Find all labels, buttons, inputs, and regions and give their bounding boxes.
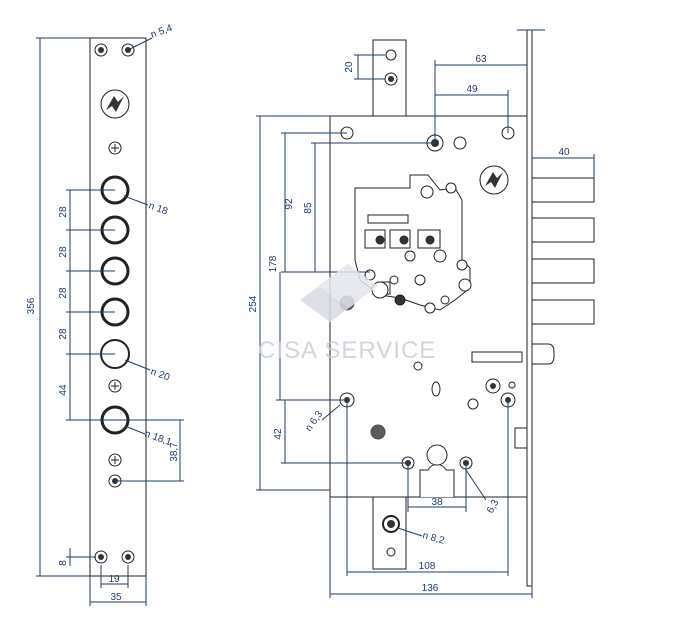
dim-28-d: 28 xyxy=(58,328,69,340)
dim-38-7: 38,7 xyxy=(169,442,180,462)
watermark-text: CISA SERVICE xyxy=(258,337,436,364)
faceplate-screw xyxy=(108,141,122,155)
dim-254: 254 xyxy=(248,295,259,312)
dim-92: 92 xyxy=(284,198,295,210)
dim-42: 42 xyxy=(273,428,284,440)
faceplate-view: 356 28 28 28 28 44 n 5,4 n 18 n 20 n 18,… xyxy=(26,23,184,606)
label-hole-5-4: n 5,4 xyxy=(149,23,174,41)
lock-faceplate-edge xyxy=(526,29,533,587)
dim-28-b: 28 xyxy=(58,246,69,258)
dim-6-3-b: 6,3 xyxy=(485,498,502,516)
dim-85: 85 xyxy=(303,202,314,214)
dim-40: 40 xyxy=(558,147,570,158)
faceplate-screws xyxy=(108,379,122,488)
bottom-tongue xyxy=(372,496,407,570)
dim-28-c: 28 xyxy=(58,287,69,299)
dim-20: 20 xyxy=(344,61,355,73)
watermark: CISA SERVICE xyxy=(258,264,436,364)
dim-49: 49 xyxy=(466,84,478,95)
label-hole-20: n 20 xyxy=(149,366,171,383)
body-logo-icon xyxy=(479,165,509,195)
dim-19: 19 xyxy=(108,574,120,585)
lock-body-view xyxy=(329,29,595,587)
dim-178: 178 xyxy=(268,255,279,272)
dim-136: 136 xyxy=(422,583,439,594)
label-hole-18: n 18 xyxy=(147,200,169,217)
lock-mechanism xyxy=(354,174,472,314)
lock-bolts xyxy=(531,177,595,365)
dim-44: 44 xyxy=(58,384,69,396)
brand-logo-icon xyxy=(100,89,130,119)
dim-63: 63 xyxy=(475,54,487,65)
dim-38: 38 xyxy=(431,497,443,508)
dim-28-a: 28 xyxy=(58,206,69,218)
dim-8-2: n 8,2 xyxy=(421,530,446,546)
dim-356: 356 xyxy=(26,297,37,314)
dim-35: 35 xyxy=(110,592,122,603)
dim-6-3: n 6,3 xyxy=(303,409,325,434)
dim-108: 108 xyxy=(419,561,436,572)
dim-8: 8 xyxy=(58,560,69,566)
